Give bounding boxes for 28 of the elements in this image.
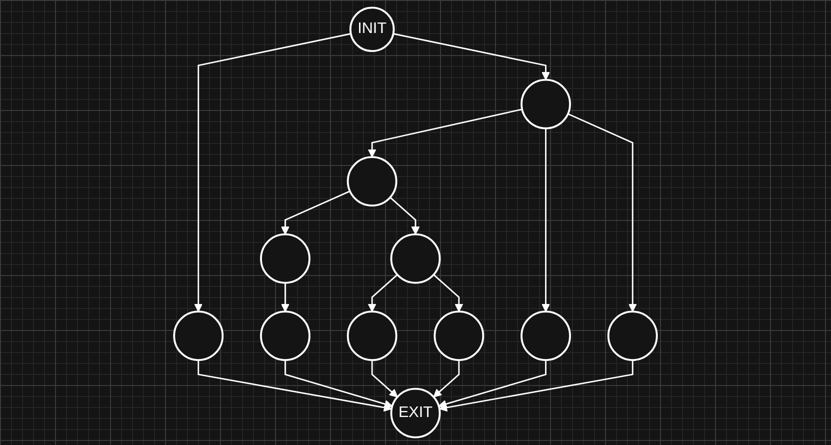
node-circle bbox=[173, 310, 224, 362]
arrow bbox=[368, 274, 398, 312]
arrow bbox=[194, 33, 351, 312]
node-circle: EXIT bbox=[390, 388, 441, 438]
node-circle bbox=[346, 310, 398, 362]
node-circle bbox=[607, 310, 658, 362]
arrow bbox=[390, 196, 420, 235]
arrow bbox=[368, 108, 522, 158]
arrow bbox=[542, 128, 550, 312]
node-circle bbox=[390, 233, 441, 284]
node-circle bbox=[260, 310, 310, 362]
arrow bbox=[438, 360, 546, 408]
node-circle bbox=[260, 233, 310, 284]
arrow bbox=[284, 360, 393, 408]
node-circle: INIT bbox=[349, 6, 395, 52]
arrow bbox=[393, 33, 550, 80]
arrow bbox=[568, 113, 637, 312]
arrow bbox=[433, 274, 464, 312]
node-circle bbox=[346, 156, 398, 207]
arrow bbox=[281, 282, 290, 312]
arrow bbox=[438, 360, 634, 412]
node-circle bbox=[520, 310, 571, 362]
arrow bbox=[433, 360, 460, 398]
arrow bbox=[281, 190, 350, 235]
node-circle bbox=[520, 78, 571, 130]
arrow bbox=[198, 360, 392, 412]
arrow bbox=[371, 360, 398, 398]
node-circle bbox=[434, 310, 484, 362]
